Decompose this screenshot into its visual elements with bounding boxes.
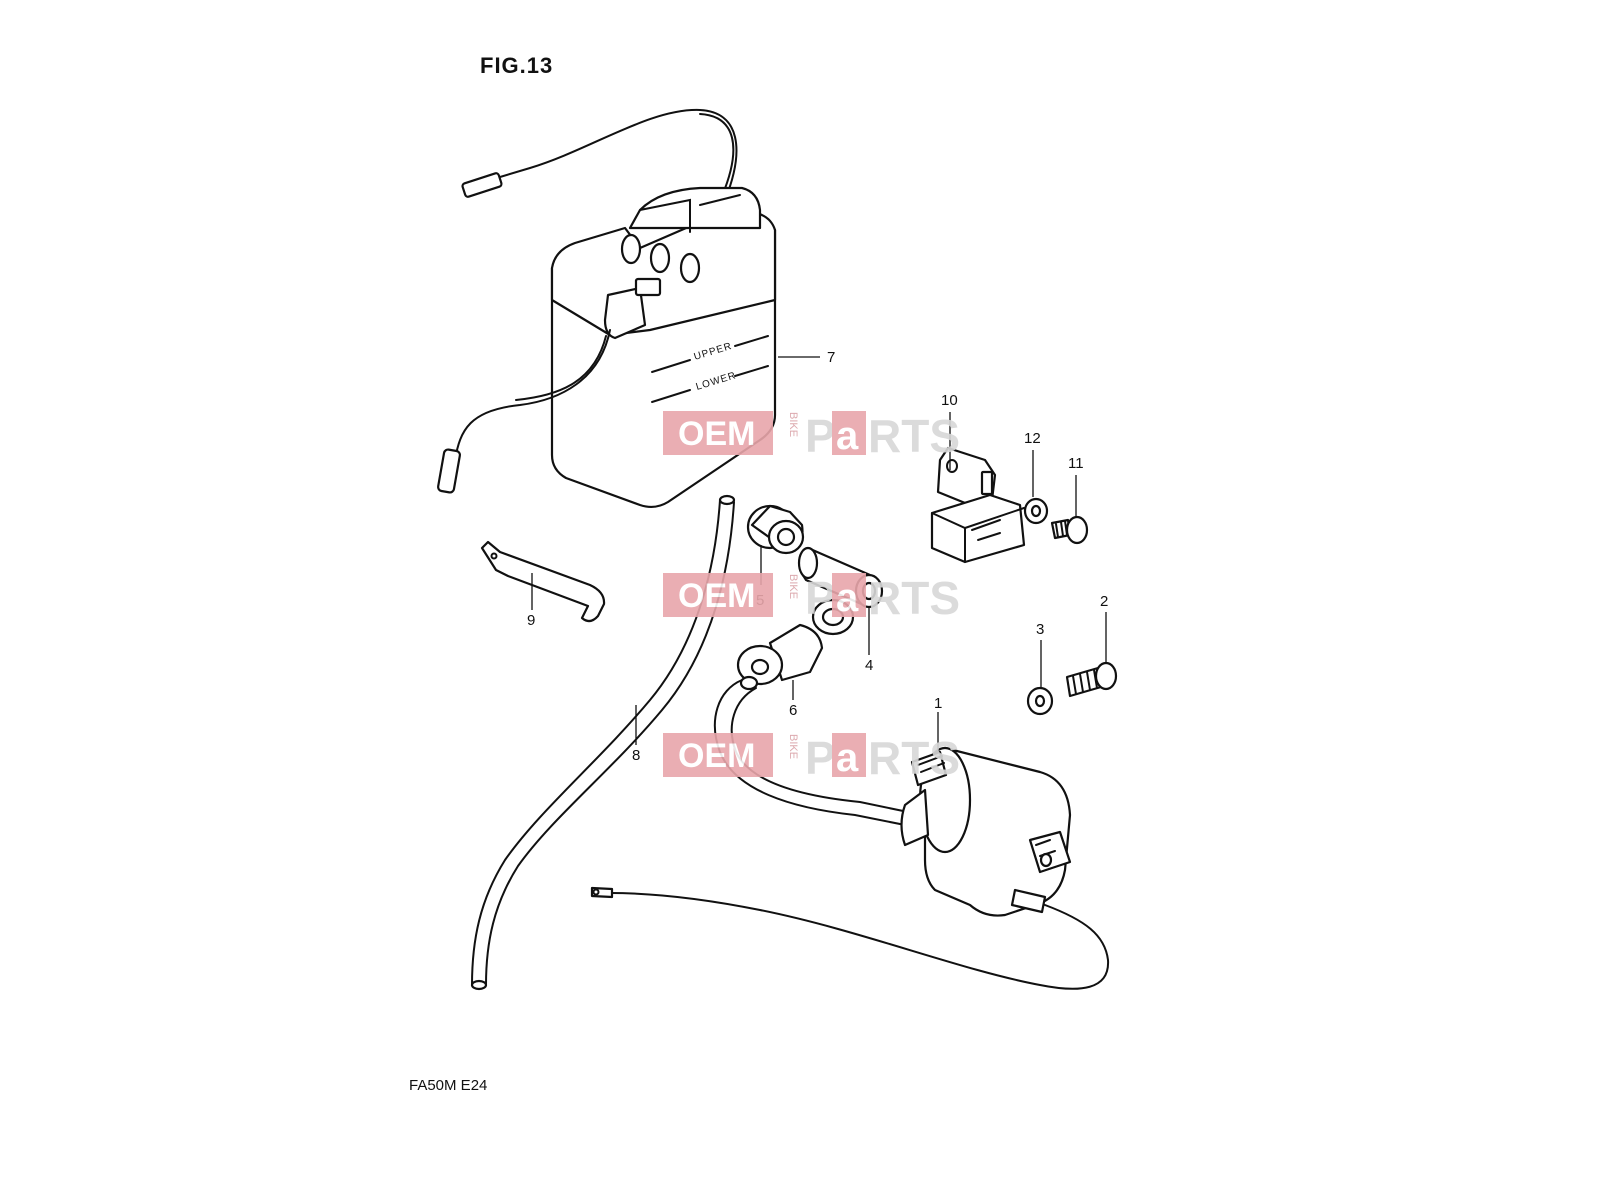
svg-text:OEM: OEM xyxy=(678,415,755,453)
svg-text:a: a xyxy=(836,736,859,780)
callout-9: 9 xyxy=(527,612,535,629)
callout-6: 6 xyxy=(789,702,797,719)
leader-lines xyxy=(531,356,1107,752)
callout-8: 8 xyxy=(632,747,640,764)
battery-bracket[interactable] xyxy=(480,540,606,623)
washer-3[interactable] xyxy=(1026,686,1054,716)
model-code: FA50M E24 xyxy=(409,1077,487,1094)
callout-2: 2 xyxy=(1100,593,1108,610)
callout-10: 10 xyxy=(941,392,958,409)
callout-1: 1 xyxy=(934,695,942,712)
callout-12: 12 xyxy=(1024,430,1041,447)
grommet-5[interactable] xyxy=(746,504,805,555)
svg-text:BIKE: BIKE xyxy=(787,734,799,759)
watermark-2: OEM BIKE P a RTS xyxy=(663,572,960,624)
svg-text:BIKE: BIKE xyxy=(787,574,799,599)
svg-text:RTS: RTS xyxy=(868,732,960,784)
ignition-coil[interactable] xyxy=(590,675,1110,990)
cap-6[interactable] xyxy=(736,623,824,686)
svg-text:RTS: RTS xyxy=(868,572,960,624)
callout-7: 7 xyxy=(827,349,835,366)
svg-text:a: a xyxy=(836,576,859,620)
svg-text:BIKE: BIKE xyxy=(787,412,799,437)
svg-text:P: P xyxy=(805,572,836,624)
svg-text:a: a xyxy=(836,414,859,458)
callout-4: 4 xyxy=(865,657,873,674)
svg-text:RTS: RTS xyxy=(868,410,960,462)
svg-text:OEM: OEM xyxy=(678,577,755,615)
regulator-10[interactable] xyxy=(930,446,1026,564)
callout-11: 11 xyxy=(1068,455,1084,472)
figure-title: FIG.13 xyxy=(480,53,553,78)
watermark-1: OEM BIKE P a RTS xyxy=(663,410,960,462)
washer-12[interactable] xyxy=(1023,497,1049,525)
callout-3: 3 xyxy=(1036,621,1044,638)
screw-11[interactable] xyxy=(1050,515,1089,545)
watermark-3: OEM BIKE P a RTS xyxy=(663,732,960,784)
bolt-2[interactable] xyxy=(1065,661,1118,698)
svg-text:P: P xyxy=(805,410,836,462)
svg-text:OEM: OEM xyxy=(678,737,755,775)
battery[interactable]: UPPER LOWER xyxy=(437,108,777,509)
svg-text:P: P xyxy=(805,732,836,784)
